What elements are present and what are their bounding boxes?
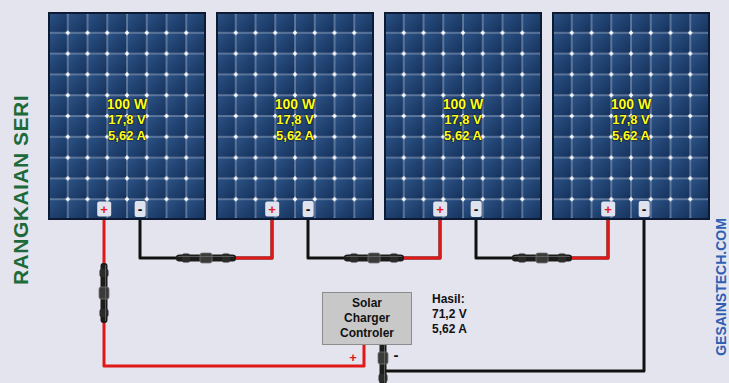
panel-surface xyxy=(385,13,541,219)
connector-ring xyxy=(390,254,398,263)
connector-ring xyxy=(182,254,190,263)
controller-label: Solar Charger Controler xyxy=(329,296,405,341)
connector-ring xyxy=(536,253,548,263)
panel-rating: 5,62 A xyxy=(108,128,146,144)
panel-surface xyxy=(49,13,205,219)
solar-panel: 100 W17,8 V5,62 A xyxy=(48,12,206,220)
watermark: GESAINSTECH.COM xyxy=(713,218,729,356)
panel-rating: 17,8 V xyxy=(612,112,650,128)
terminal-sign: - xyxy=(394,346,399,363)
terminal-sign: + xyxy=(433,202,447,217)
connector-ring xyxy=(99,287,109,299)
terminal-sign: + xyxy=(349,350,357,365)
mc4-connector xyxy=(176,253,236,263)
connector-highlight xyxy=(514,256,570,257)
connector-ring xyxy=(379,374,388,382)
panel-surface xyxy=(553,13,709,219)
connector-ring xyxy=(518,254,526,263)
mc4-connector xyxy=(99,263,109,323)
wire xyxy=(140,220,272,258)
result-note: Hasil: 71,2 V 5,62 A xyxy=(432,292,486,337)
solar-panel: 100 W17,8 V5,62 A xyxy=(216,12,374,220)
terminal-sign: + xyxy=(265,202,279,217)
connector-ring xyxy=(200,253,212,263)
wire xyxy=(476,220,608,258)
terminal-sign: - xyxy=(135,201,146,217)
wire xyxy=(383,220,644,371)
terminal-sign: + xyxy=(601,202,615,217)
connector-ring xyxy=(368,253,380,263)
positive-wire xyxy=(206,220,272,258)
panel-rating: 100 W xyxy=(107,96,147,112)
panel-rating: 17,8 V xyxy=(444,112,482,128)
panel-rating: 100 W xyxy=(275,96,315,112)
mc4-connector xyxy=(512,253,572,263)
panel-rating: 100 W xyxy=(443,96,483,112)
connector-ring xyxy=(100,309,109,317)
terminal-sign: - xyxy=(471,201,482,217)
mc4-connector xyxy=(344,253,404,263)
connector-ring xyxy=(558,254,566,263)
terminal-sign: + xyxy=(97,202,111,217)
charge-controller: Solar Charger Controler xyxy=(322,292,412,345)
solar-panel: 100 W17,8 V5,62 A xyxy=(552,12,710,220)
panel-rating: 17,8 V xyxy=(276,112,314,128)
positive-wire xyxy=(374,220,440,258)
solar-panel: 100 W17,8 V5,62 A xyxy=(384,12,542,220)
connector-highlight xyxy=(105,265,106,321)
terminal-sign: - xyxy=(303,201,314,217)
connector-highlight xyxy=(346,256,402,257)
diagram-title: RANGKAIAN SERI xyxy=(9,95,33,285)
panel-rating: 17,8 V xyxy=(108,112,146,128)
panel-rating: 5,62 A xyxy=(444,128,482,144)
positive-wire xyxy=(542,220,608,258)
panel-rating: 5,62 A xyxy=(276,128,314,144)
connector-ring xyxy=(222,254,230,263)
connector-highlight xyxy=(178,256,234,257)
panel-rating: 5,62 A xyxy=(612,128,650,144)
connector-ring xyxy=(350,254,358,263)
connector-ring xyxy=(100,269,109,277)
wire xyxy=(308,220,440,258)
panel-surface xyxy=(217,13,373,219)
panel-rating: 100 W xyxy=(611,96,651,112)
connector-ring xyxy=(378,352,388,364)
terminal-sign: - xyxy=(639,201,650,217)
